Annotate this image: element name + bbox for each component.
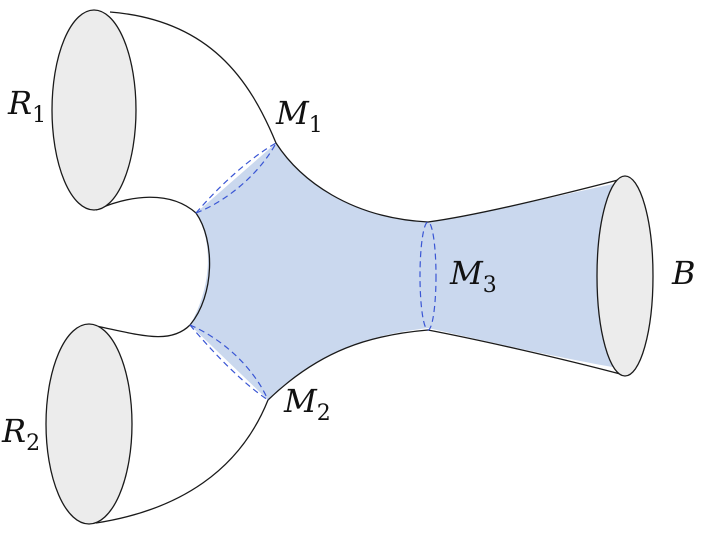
- label-b: B: [671, 254, 696, 292]
- label-r1: R1: [7, 84, 46, 128]
- upper-leg-top-edge: [109, 11, 619, 223]
- dashed-curve-m1: [195, 142, 277, 214]
- label-m3: M3: [449, 254, 497, 298]
- dashed-curve-m2: [189, 324, 269, 401]
- lower-leg-bottom-edge: [95, 329, 625, 524]
- boundary-disk-r2: [45, 323, 133, 525]
- crotch-edge: [189, 212, 211, 326]
- shaded-region: [190, 143, 618, 400]
- dashed-curve-m3: [419, 221, 437, 331]
- lower-leg-top-edge: [95, 324, 191, 338]
- label-m2: M2: [283, 382, 331, 426]
- boundary-disk-r1: [51, 9, 137, 211]
- label-r2: R2: [1, 412, 40, 456]
- label-m1: M1: [275, 94, 323, 138]
- boundary-disk-b: [596, 175, 654, 377]
